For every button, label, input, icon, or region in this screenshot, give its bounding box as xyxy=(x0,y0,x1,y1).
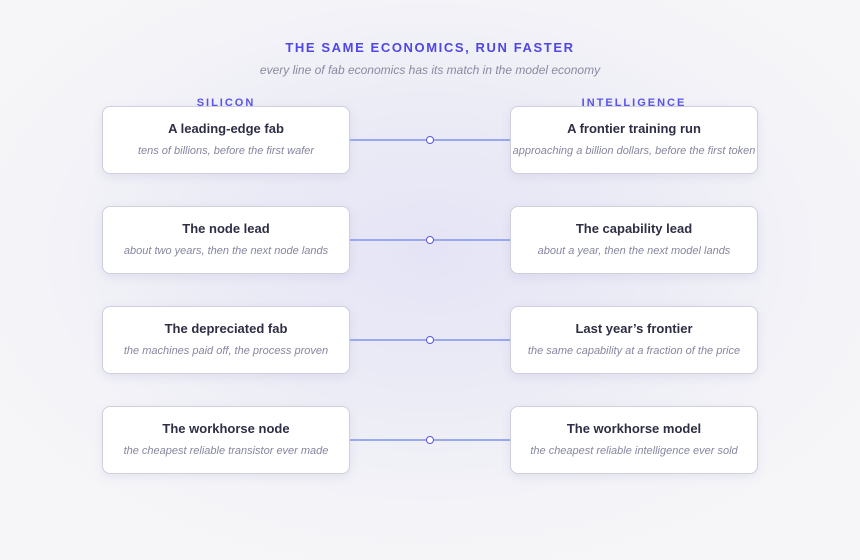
card-title: Last year’s frontier xyxy=(575,321,693,336)
comparison-row: The node lead about two years, then the … xyxy=(0,206,860,274)
connector-node xyxy=(426,136,434,144)
card-subtitle: about two years, then the next node land… xyxy=(123,245,329,257)
card-title: The workhorse node xyxy=(162,421,290,436)
silicon-card: The node lead about two years, then the … xyxy=(102,206,350,274)
card-title: The workhorse model xyxy=(566,421,702,436)
comparison-row: The workhorse node the cheapest reliable… xyxy=(0,406,860,474)
intelligence-card: A frontier training run approaching a bi… xyxy=(510,106,758,174)
intelligence-card: The capability lead about a year, then t… xyxy=(510,206,758,274)
comparison-row: A leading-edge fab tens of billions, bef… xyxy=(0,106,860,174)
card-title: A frontier training run xyxy=(567,121,701,136)
card-subtitle: approaching a billion dollars, before th… xyxy=(512,145,756,157)
silicon-card: A leading-edge fab tens of billions, bef… xyxy=(102,106,350,174)
connector-node xyxy=(426,336,434,344)
diagram-subtitle: every line of fab economics has its matc… xyxy=(259,63,601,77)
card-subtitle: the cheapest reliable intelligence ever … xyxy=(530,445,738,457)
connector-node xyxy=(426,236,434,244)
card-title: The capability lead xyxy=(575,221,693,236)
card-subtitle: the cheapest reliable transistor ever ma… xyxy=(123,445,329,457)
card-title: The node lead xyxy=(182,221,270,236)
connector-node xyxy=(426,436,434,444)
intelligence-card: Last year’s frontier the same capability… xyxy=(510,306,758,374)
card-subtitle: the same capability at a fraction of the… xyxy=(527,345,741,357)
card-title: The depreciated fab xyxy=(164,321,288,336)
comparison-row: The depreciated fab the machines paid of… xyxy=(0,306,860,374)
silicon-card: The workhorse node the cheapest reliable… xyxy=(102,406,350,474)
intelligence-card: The workhorse model the cheapest reliabl… xyxy=(510,406,758,474)
card-title: A leading-edge fab xyxy=(168,121,284,136)
card-subtitle: about a year, then the next model lands xyxy=(537,245,731,257)
diagram-title: THE SAME ECONOMICS, RUN FASTER xyxy=(285,40,575,55)
card-subtitle: tens of billions, before the first wafer xyxy=(137,145,315,157)
silicon-card: The depreciated fab the machines paid of… xyxy=(102,306,350,374)
card-subtitle: the machines paid off, the process prove… xyxy=(123,345,329,357)
